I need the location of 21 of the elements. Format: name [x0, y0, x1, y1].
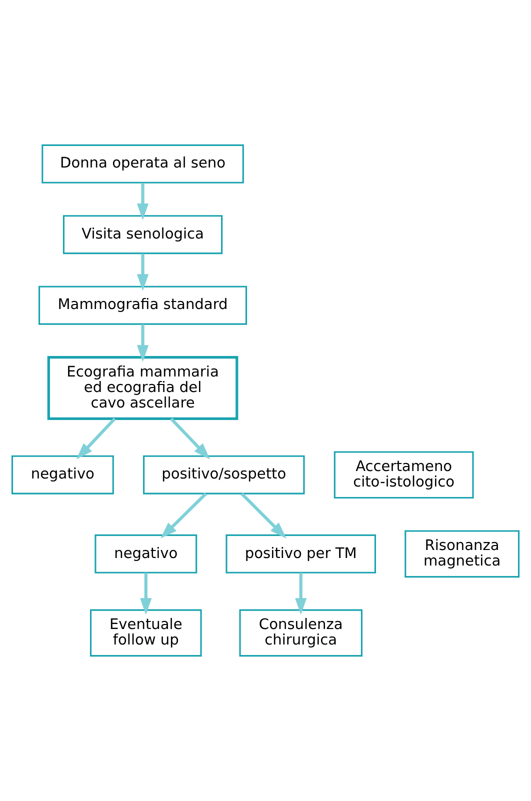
- node-box: Eventuale follow up: [90, 609, 202, 657]
- node-box: Visita senologica: [62, 215, 223, 254]
- arrow: [295, 572, 307, 615]
- arrow: [136, 324, 149, 362]
- arrow: [136, 182, 149, 220]
- arrow: [240, 492, 286, 538]
- node-box: Mammografia standard: [38, 286, 248, 325]
- arrow: [136, 254, 149, 291]
- node-box: Donna operata al seno: [42, 144, 244, 184]
- arrow: [160, 492, 207, 538]
- node-box: positivo/sospetto: [143, 455, 305, 494]
- node-box: negativo: [94, 534, 198, 574]
- node-box: negativo: [11, 455, 114, 494]
- arrow: [76, 418, 116, 460]
- node-box: positivo per TM: [226, 534, 376, 574]
- arrow: [170, 418, 210, 460]
- node-box: Risonanza magnetica: [404, 530, 520, 578]
- node-box: Ecografia mammaria ed ecografia del cavo ascellare: [47, 356, 238, 420]
- node-box: Accertameno cito-istologico: [334, 451, 474, 499]
- node-box: Consulenza chirurgica: [239, 609, 362, 657]
- arrow: [140, 572, 152, 615]
